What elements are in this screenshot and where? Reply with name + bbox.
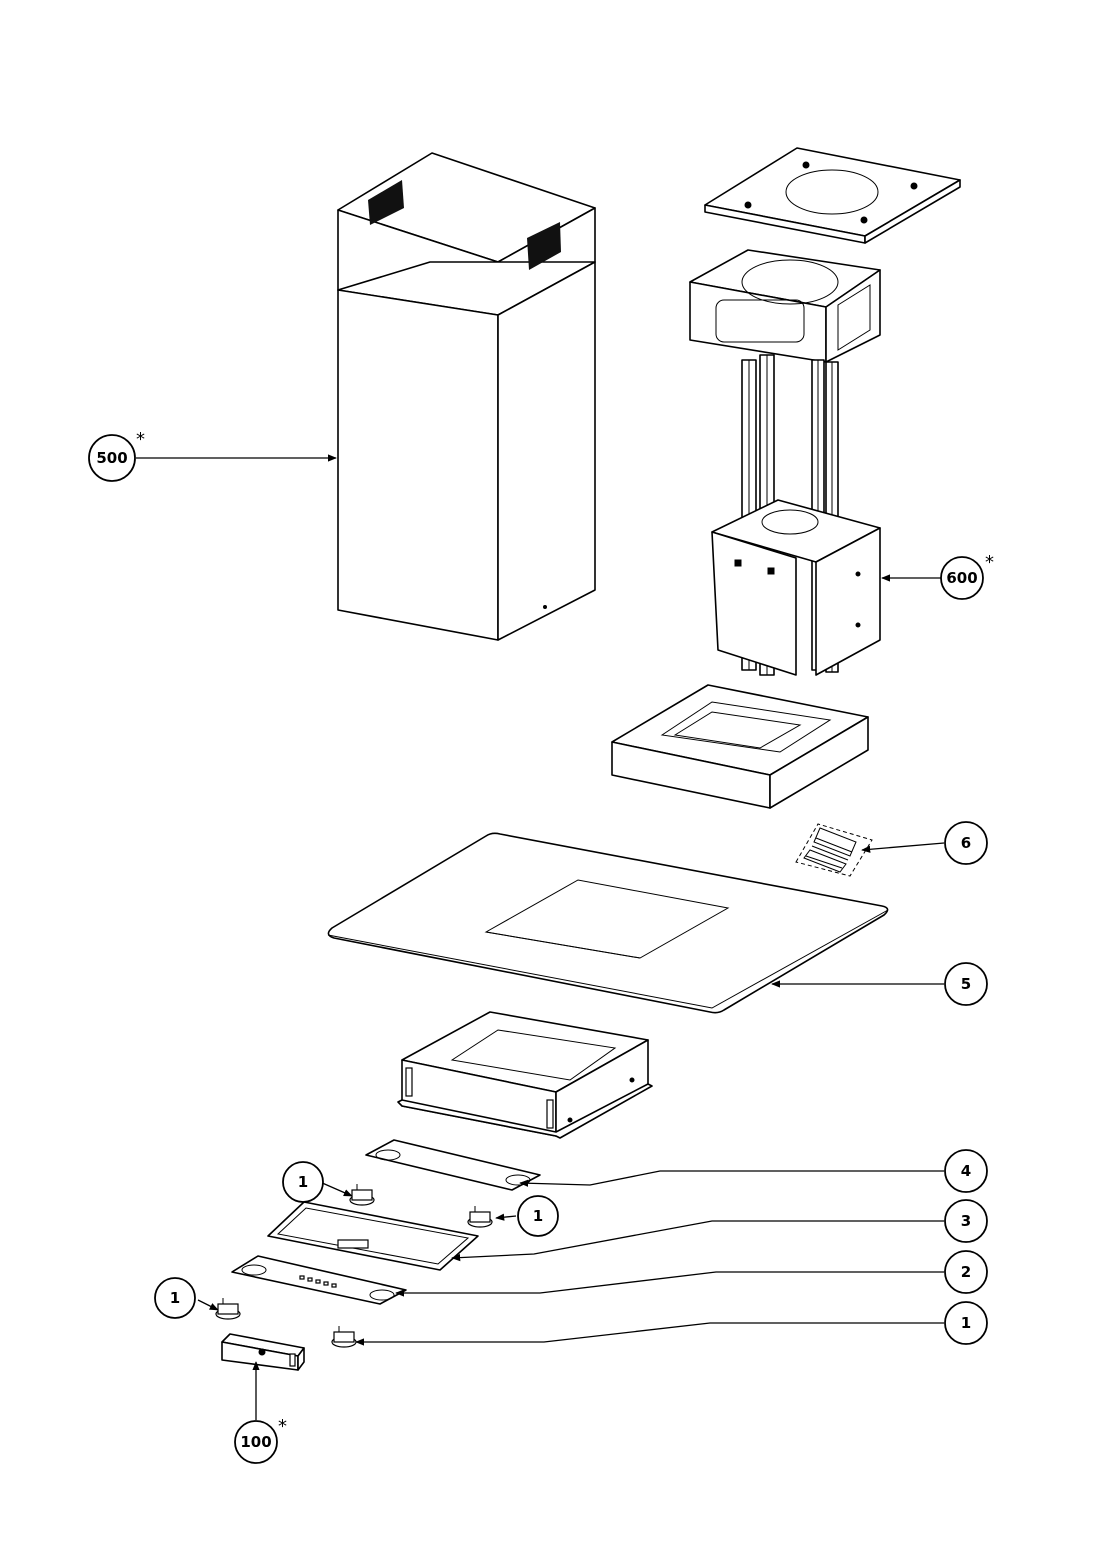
callout-2: 2 xyxy=(944,1250,988,1294)
rear-rail-part xyxy=(365,1139,541,1191)
callout-6-label: 6 xyxy=(961,834,971,852)
front-rail-part xyxy=(231,1255,407,1305)
callout-2-label: 2 xyxy=(961,1263,971,1281)
callout-6: 6 xyxy=(944,821,988,865)
callout-5-label: 5 xyxy=(961,975,971,993)
callout-1-lower-left: 1 xyxy=(154,1277,196,1319)
callout-1-upper-right-label: 1 xyxy=(533,1207,543,1225)
callout-1-lower-left-label: 1 xyxy=(170,1289,180,1307)
callout-600-mark: * xyxy=(985,552,994,573)
callout-1-upper-right: 1 xyxy=(517,1195,559,1237)
callout-3: 3 xyxy=(944,1199,988,1243)
callout-500-label: 500 xyxy=(96,449,127,467)
lamp-part xyxy=(215,1184,493,1348)
callout-1-right-label: 1 xyxy=(961,1314,971,1332)
callout-100: 100 * xyxy=(234,1416,287,1464)
callout-4: 4 xyxy=(944,1149,988,1193)
bracket-kit-part xyxy=(795,823,873,877)
callout-1-right: 1 xyxy=(944,1301,988,1345)
callout-100-label: 100 xyxy=(240,1433,271,1451)
callout-1-upper-left-label: 1 xyxy=(298,1173,308,1191)
callout-500-mark: * xyxy=(136,429,145,450)
callout-4-label: 4 xyxy=(961,1162,971,1180)
hood-body-part xyxy=(397,1011,653,1139)
callout-1-upper-left: 1 xyxy=(282,1161,324,1203)
callout-600: 600 * xyxy=(940,552,994,600)
callout-3-label: 3 xyxy=(961,1212,971,1230)
callout-500: 500 * xyxy=(88,429,145,482)
leader-lines xyxy=(136,454,945,1420)
callout-5: 5 xyxy=(944,962,988,1006)
support-frame-box xyxy=(611,684,869,809)
callout-600-label: 600 xyxy=(946,569,977,587)
glass-canopy-part xyxy=(327,832,889,1014)
chimney-cover-part xyxy=(337,152,596,641)
control-module-part xyxy=(221,1333,305,1371)
ceiling-mount-plate xyxy=(704,147,961,244)
callout-100-mark: * xyxy=(278,1416,287,1437)
filter-part xyxy=(267,1201,479,1271)
telescopic-frame-part xyxy=(689,249,881,676)
